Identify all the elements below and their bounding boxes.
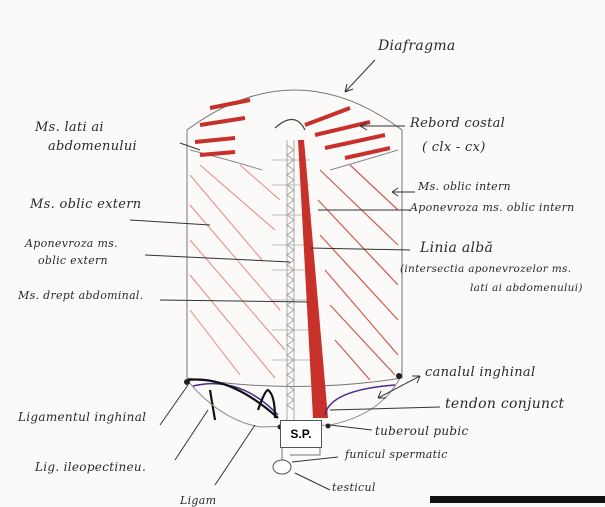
label-funicul: funicul spermatic bbox=[345, 448, 448, 461]
testis bbox=[272, 459, 292, 475]
oblique-hatching-right bbox=[317, 164, 399, 381]
spermatic-cord bbox=[281, 447, 321, 460]
label-testicul: testicul bbox=[332, 481, 376, 494]
label-ligam-cut: Ligam bbox=[180, 494, 217, 507]
label-ms-drept: Ms. drept abdominal. bbox=[18, 289, 144, 302]
costal-muscles bbox=[194, 98, 391, 160]
conjoint-tendon bbox=[324, 384, 396, 416]
label-linia-alba-sub-2: lati ai abdomenului) bbox=[470, 282, 583, 294]
label-aponevroza-oblic-extern-1: Aponevroza ms. bbox=[25, 237, 118, 250]
label-ms-oblic-intern: Ms. oblic intern bbox=[418, 180, 511, 193]
label-ms-lati-2: abdomenului bbox=[48, 139, 137, 154]
label-rebord-costal: Rebord costal bbox=[410, 116, 506, 131]
label-lig-ileopectineu: Lig. ileopectineu. bbox=[35, 460, 147, 474]
label-linia-alba: Linia albă bbox=[420, 240, 494, 256]
scan-edge-band bbox=[430, 496, 605, 503]
label-ligamentul-inghinal: Ligamentul inghinal bbox=[18, 410, 147, 424]
rectus-abdominis bbox=[298, 140, 328, 418]
label-ms-oblic-extern: Ms. oblic extern bbox=[30, 197, 142, 212]
label-ms-lati-1: Ms. lati ai bbox=[35, 120, 104, 135]
label-canalul-inghinal: canalul inghinal bbox=[425, 365, 536, 380]
costal-margin bbox=[189, 149, 399, 171]
label-tendon-conjunct: tendon conjunct bbox=[445, 396, 565, 412]
label-tuberoul-pubic: tuberoul pubic bbox=[375, 424, 469, 438]
label-aponevroza-oblic-extern-2: oblic extern bbox=[38, 254, 108, 267]
pointer-lines bbox=[129, 59, 441, 491]
symphysis-pubis-box: S.P. bbox=[280, 420, 322, 448]
label-diafragma: Diafragma bbox=[378, 38, 456, 54]
diaphragm-notch bbox=[274, 118, 306, 131]
inguinal-ligament-purple bbox=[192, 382, 279, 416]
linea-alba bbox=[286, 140, 295, 420]
label-rebord-costal-sub: ( clx - cx) bbox=[422, 140, 486, 155]
oblique-hatching-left bbox=[189, 164, 286, 379]
abdomen-outline bbox=[186, 89, 403, 387]
label-aponevroza-oblic-intern: Aponevroza ms. oblic intern bbox=[410, 201, 575, 214]
label-linia-alba-sub-1: (intersectia aponevrozelor ms. bbox=[400, 263, 572, 275]
